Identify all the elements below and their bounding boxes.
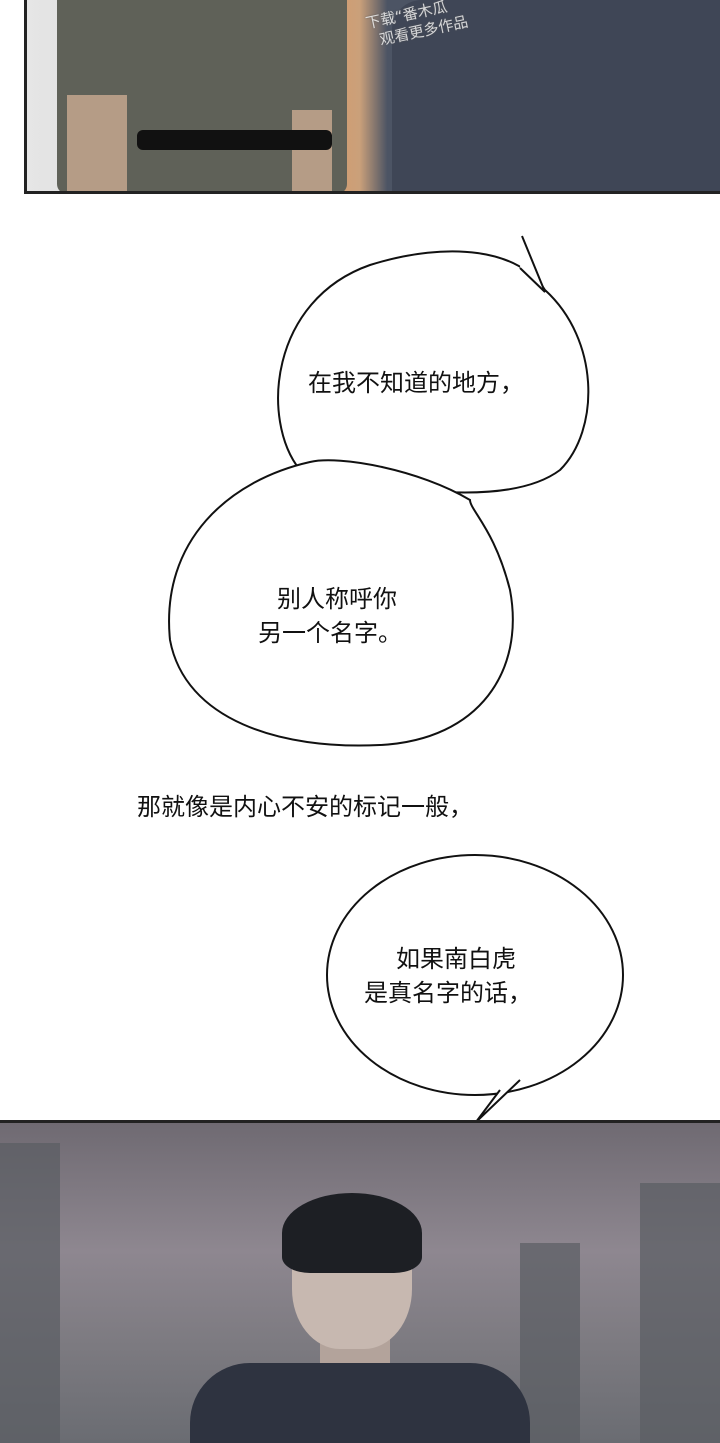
building: [520, 1243, 580, 1443]
top-comic-panel: 下载“番木瓜观看更多作品: [24, 0, 720, 194]
belt: [137, 130, 332, 150]
bubble-tail: [519, 235, 546, 293]
building: [640, 1183, 720, 1443]
character-shirt: [190, 1363, 530, 1443]
bottom-comic-panel: [0, 1120, 720, 1443]
character-arm: [67, 95, 127, 191]
speech-bubbles: [168, 235, 624, 1123]
bubble-text: 如果南白虎 是真名字的话，: [364, 945, 532, 1007]
bubble-text: 在我不知道的地方，: [308, 369, 524, 397]
character-arm: [292, 110, 332, 191]
speech-bubble-4: [326, 854, 624, 1096]
speech-bubble-2: [168, 459, 514, 747]
narration-text: 那就像是内心不安的标记一般，: [137, 793, 473, 821]
character-right: [392, 0, 720, 191]
bubble-text: 别人称呼你 另一个名字。: [258, 585, 402, 647]
character-hair: [282, 1193, 422, 1273]
building: [0, 1143, 60, 1443]
